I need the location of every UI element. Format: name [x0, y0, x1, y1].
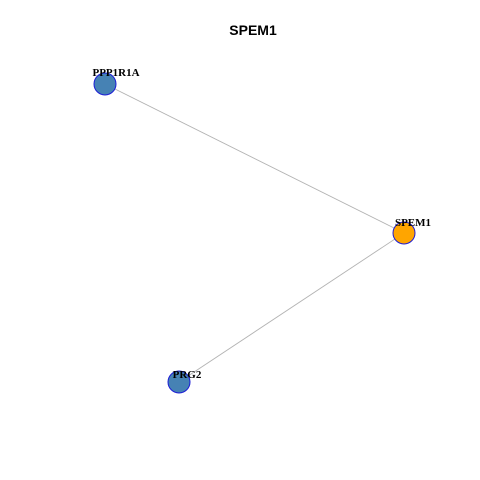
- edge-ppp1r1a-spem1: [104, 83, 405, 234]
- node-prg2[interactable]: PRG2: [167, 369, 202, 394]
- node-ppp1r1a-circle: [93, 72, 117, 96]
- node-prg2-label: PRG2: [173, 369, 202, 381]
- diagram-title: SPEM1: [229, 22, 277, 38]
- node-spem1[interactable]: SPEM1: [392, 217, 431, 245]
- node-prg2-circle: [167, 370, 191, 394]
- node-layer: PPP1R1A SPEM1 PRG2: [92, 67, 431, 394]
- node-ppp1r1a-label: PPP1R1A: [92, 67, 139, 79]
- edge-layer: [104, 83, 405, 383]
- node-ppp1r1a[interactable]: PPP1R1A: [92, 67, 140, 96]
- edge-prg2-spem1: [178, 232, 405, 383]
- node-spem1-circle: [392, 221, 416, 245]
- node-spem1-label: SPEM1: [395, 217, 431, 229]
